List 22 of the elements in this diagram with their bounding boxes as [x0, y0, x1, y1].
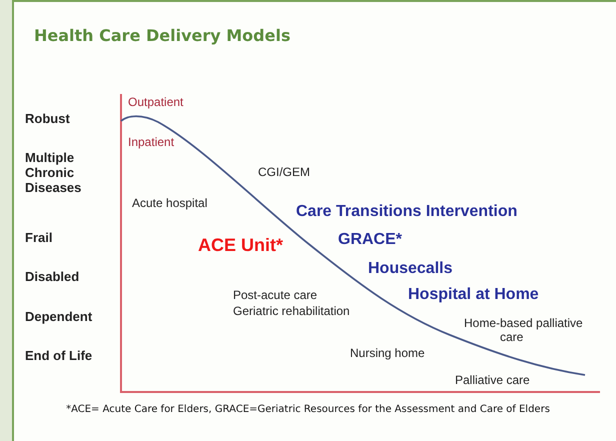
footnote: *ACE= Acute Care for Elders, GRACE=Geriatric Resources for the Assessment and Care of Elders — [65, 404, 551, 415]
axis-label: Frail — [25, 231, 52, 246]
setting-label: Home-based palliative care — [464, 317, 584, 345]
program-label: Housecalls — [368, 260, 452, 278]
zone-label: Outpatient — [128, 96, 184, 110]
program-label: GRACE* — [338, 231, 402, 250]
program-label: CGI/GEM — [258, 166, 310, 180]
setting-label: Palliative care — [455, 374, 530, 388]
setting-label: Post-acute care — [233, 289, 318, 303]
program-label: ACE Unit* — [198, 235, 283, 256]
zone-label: Inpatient — [128, 136, 174, 150]
program-label: Hospital at Home — [408, 286, 539, 304]
axis-label: Multiple Chronic Diseases — [25, 151, 82, 196]
axis-label: Robust — [25, 112, 70, 127]
setting-label: Acute hospital — [132, 197, 208, 211]
axis-label: End of Life — [25, 349, 92, 364]
setting-label: Geriatric rehabilitation — [233, 305, 350, 319]
axis-label: Disabled — [25, 270, 80, 285]
setting-label: Nursing home — [350, 347, 425, 361]
program-label: Care Transitions Intervention — [296, 203, 518, 222]
chart-title: Health Care Delivery Models — [34, 26, 290, 45]
axis-label: Dependent — [25, 310, 92, 325]
